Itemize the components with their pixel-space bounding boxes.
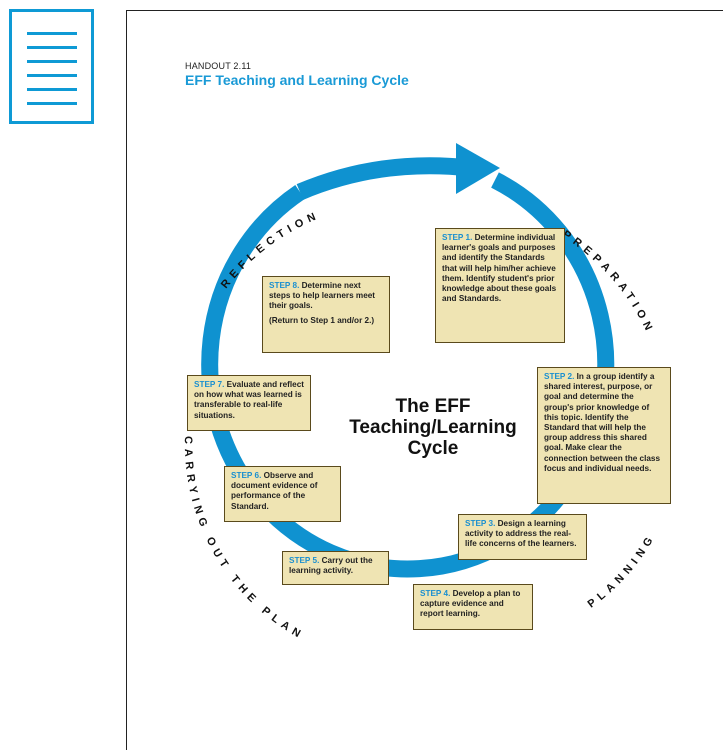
document-icon-line <box>27 60 77 63</box>
center-title: The EFF Teaching/Learning Cycle <box>333 396 533 459</box>
step-label: STEP 5. <box>289 556 320 565</box>
step-1-box: STEP 1. Determine individual learner's g… <box>435 228 565 343</box>
document-icon-line <box>27 46 77 49</box>
step-label: STEP 6. <box>231 471 262 480</box>
step-text: In a group identify a shared interest, p… <box>544 372 661 473</box>
document-icon-line <box>27 32 77 35</box>
center-title-line: Cycle <box>407 438 459 459</box>
cycle-ring <box>201 172 615 578</box>
step-text: Develop a plan to capture evidence and r… <box>420 589 521 619</box>
step-4-box: STEP 4. Develop a plan to capture eviden… <box>413 584 533 630</box>
step-label: STEP 3. <box>465 519 496 528</box>
document-icon-line <box>27 102 77 105</box>
step-text: Design a learning activity to address th… <box>465 519 577 549</box>
step-text: Observe and document evidence of perform… <box>231 471 318 511</box>
handout-number: HANDOUT 2.11 <box>185 61 252 71</box>
document-icon-line <box>27 74 77 77</box>
step-text: Determine next steps to help learners me… <box>269 281 376 311</box>
step-5-box: STEP 5. Carry out the learning activity. <box>282 551 389 585</box>
document-icon <box>9 9 94 124</box>
step-note: (Return to Step 1 and/or 2.) <box>269 315 375 325</box>
svg-text:PLANNING: PLANNING <box>586 531 658 610</box>
step-label: STEP 8. <box>269 281 300 290</box>
step-label: STEP 4. <box>420 589 451 598</box>
handout-title: EFF Teaching and Learning Cycle <box>185 72 409 88</box>
center-title-line: Teaching/Learning <box>349 417 517 438</box>
step-7-box: STEP 7. Evaluate and reflect on how what… <box>187 375 311 431</box>
step-text: Determine individual learner's goals and… <box>442 233 557 304</box>
step-label: STEP 1. <box>442 233 473 242</box>
phase-label-planning: PLANNING <box>586 531 653 610</box>
step-2-box: STEP 2. In a group identify a shared int… <box>537 367 671 504</box>
step-8-box: STEP 8. Determine next steps to help lea… <box>262 276 390 353</box>
step-label: STEP 7. <box>194 380 225 389</box>
center-title-line: The EFF <box>395 396 471 417</box>
step-6-box: STEP 6. Observe and document evidence of… <box>224 466 341 522</box>
step-text: Evaluate and reflect on how what was lea… <box>194 380 304 420</box>
cycle-arrowhead <box>456 143 500 194</box>
cycle-arrow-shaft <box>296 157 471 200</box>
step-3-box: STEP 3. Design a learning activity to ad… <box>458 514 587 560</box>
step-text: Carry out the learning activity. <box>289 556 373 576</box>
document-icon-line <box>27 88 77 91</box>
step-label: STEP 2. <box>544 372 575 381</box>
